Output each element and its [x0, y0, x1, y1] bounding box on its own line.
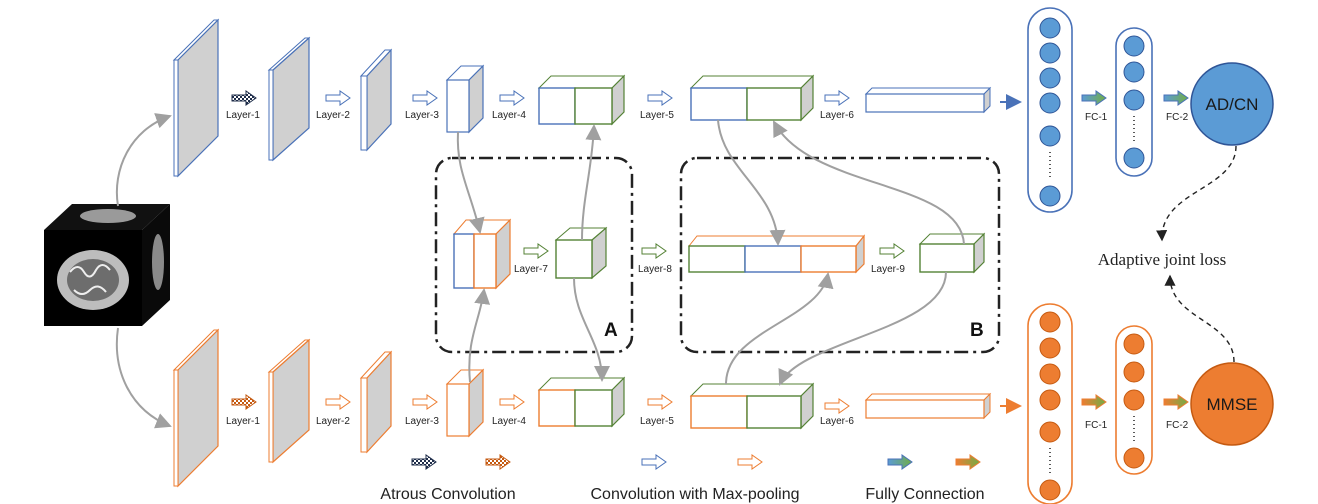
region-a-box	[434, 156, 634, 354]
legend-conv-pool-label: Convolution with Max-pooling	[591, 486, 800, 503]
top-layer2-label: Layer-2	[316, 110, 350, 121]
legend-atrous-blue-icon	[411, 454, 437, 470]
legend-fc-blue-icon	[887, 454, 913, 470]
bottom-layer5-label: Layer-5	[640, 416, 674, 427]
bottom-fc2-label: FC-2	[1166, 420, 1189, 431]
bottom-fc-column-2	[1115, 325, 1153, 475]
top-block-l5	[689, 74, 815, 122]
top-output-label: AD/CN	[1206, 95, 1259, 114]
top-layer6-label: Layer-6	[820, 110, 854, 121]
bottom-fc1-label: FC-1	[1085, 420, 1108, 431]
concat-block-l8	[687, 234, 866, 274]
green-conv-arrow-icon	[879, 243, 905, 259]
concat-block-l7	[452, 218, 512, 290]
bottom-conv-arrow-icon	[412, 394, 438, 410]
top-slab-4	[445, 64, 485, 134]
layer8-label: Layer-8	[638, 264, 672, 275]
layer8-arrow-icon	[641, 243, 667, 259]
top-conv-arrow-icon	[499, 90, 525, 106]
top-block-l6	[864, 86, 992, 114]
top-fc2-label: FC-2	[1166, 112, 1189, 123]
bottom-branch	[172, 328, 1022, 488]
bottom-layer4-label: Layer-4	[492, 416, 526, 427]
top-output-node: AD/CN	[1190, 62, 1274, 146]
top-conv-arrow-icon	[647, 90, 673, 106]
bottom-fc-arrow-icon	[1163, 394, 1189, 410]
bottom-fc-column-1	[1027, 303, 1073, 504]
layer9-label: Layer-9	[871, 264, 905, 275]
legend: Atrous Convolution Convolution with Max-…	[380, 454, 985, 503]
bottom-output-node: MMSE	[1190, 362, 1274, 446]
region-b-box	[679, 156, 1001, 354]
top-fc-column-2	[1115, 27, 1153, 177]
top-slab-1	[172, 18, 220, 178]
bottom-layer6-label: Layer-6	[820, 416, 854, 427]
top-atrous-arrow-icon	[231, 90, 257, 106]
bottom-layer2-label: Layer-2	[316, 416, 350, 427]
legend-fully-label: Fully Connection	[865, 486, 984, 503]
bottom-fc-arrow-icon	[1081, 394, 1107, 410]
bottom-layer1-label: Layer-1	[226, 416, 260, 427]
top-conv-arrow-icon	[412, 90, 438, 106]
region-a-tag: A	[604, 320, 618, 341]
top-block-l4	[537, 74, 626, 126]
bottom-conv-arrow-icon	[499, 394, 525, 410]
top-fc-arrow-icon	[1163, 90, 1189, 106]
legend-conv-blue-icon	[641, 454, 667, 470]
layer7-label: Layer-7	[514, 264, 548, 275]
top-fc1-label: FC-1	[1085, 112, 1108, 123]
top-layer5-label: Layer-5	[640, 110, 674, 121]
top-fc-arrow-icon	[1081, 90, 1107, 106]
top-branch	[172, 18, 1022, 178]
bottom-layer3-label: Layer-3	[405, 416, 439, 427]
legend-atrous-label: Atrous Convolution	[380, 486, 515, 503]
top-layer3-label: Layer-3	[405, 110, 439, 121]
bottom-conv-arrow-icon	[325, 394, 351, 410]
top-layer1-label: Layer-1	[226, 110, 260, 121]
bottom-atrous-arrow-icon	[231, 394, 257, 410]
green-block-l9	[918, 232, 986, 274]
bottom-slab-3	[359, 350, 393, 454]
top-slab-2	[267, 36, 311, 162]
top-conv-arrow-icon	[325, 90, 351, 106]
bottom-output-label: MMSE	[1207, 395, 1258, 414]
top-fc-column-1	[1027, 7, 1073, 213]
bottom-block-l4	[537, 376, 626, 428]
brain-mri-cube-icon	[44, 204, 170, 326]
bottom-block-l5	[689, 382, 815, 430]
bottom-slab-4	[445, 368, 485, 438]
adaptive-joint-loss-label: Adaptive joint loss	[1098, 250, 1226, 269]
top-conv-arrow-icon	[824, 90, 850, 106]
top-slab-3	[359, 48, 393, 152]
bottom-conv-arrow-icon	[824, 398, 850, 414]
bottom-slab-1	[172, 328, 220, 488]
top-layer4-label: Layer-4	[492, 110, 526, 121]
bottom-slab-2	[267, 338, 311, 464]
bottom-block-l6	[864, 392, 992, 420]
green-block-l7	[554, 226, 608, 280]
legend-fc-orange-icon	[955, 454, 981, 470]
green-conv-arrow-icon	[523, 243, 549, 259]
legend-conv-orange-icon	[737, 454, 763, 470]
legend-atrous-orange-icon	[485, 454, 511, 470]
bottom-conv-arrow-icon	[647, 394, 673, 410]
region-b-tag: B	[970, 320, 984, 341]
